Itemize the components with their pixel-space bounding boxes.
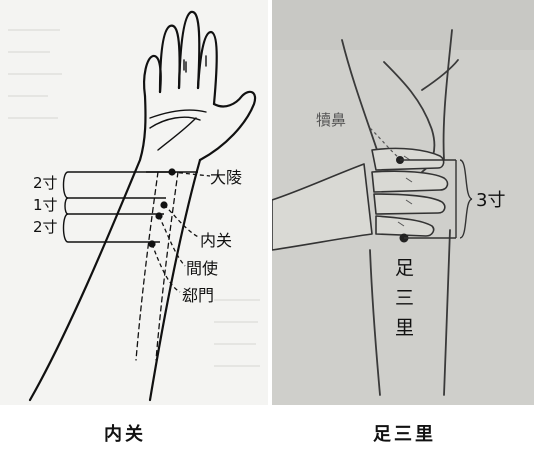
forearm-tendons — [136, 172, 178, 360]
hand-outline — [30, 12, 255, 400]
point-label-jianshi: 間使 — [186, 259, 218, 278]
measure-label-upper: 2寸 — [33, 174, 58, 192]
measure-label-middle: 1寸 — [33, 196, 58, 214]
leg-diagram-panel: 犢鼻 3寸 足 三 里 — [272, 0, 534, 405]
point-label-ximen: 郄門 — [182, 286, 214, 305]
vertical-label-char-2: 三 — [395, 287, 414, 309]
forearm-illustration: 2寸 1寸 2寸 大陵 内关 間使 郄門 — [0, 0, 268, 405]
measure-label-3cun: 3寸 — [476, 190, 505, 211]
vertical-label-char-1: 足 — [395, 257, 414, 279]
vertical-label-char-3: 里 — [395, 317, 414, 339]
measure-label-lower: 2寸 — [33, 218, 58, 236]
scan-shadow — [272, 0, 534, 50]
measurement-brackets — [64, 172, 173, 242]
leg-illustration: 犢鼻 3寸 足 三 里 — [272, 0, 534, 405]
caption-neiguan: 内关 — [104, 420, 146, 446]
caption-zusanli: 足三里 — [373, 420, 436, 446]
point-label-daling: 大陵 — [210, 168, 242, 187]
palm-creases — [150, 56, 206, 150]
point-label-neiguan: 内关 — [200, 231, 232, 250]
kneecap-label: 犢鼻 — [316, 111, 346, 129]
forearm-diagram-panel: 2寸 1寸 2寸 大陵 内关 間使 郄門 — [0, 0, 268, 405]
